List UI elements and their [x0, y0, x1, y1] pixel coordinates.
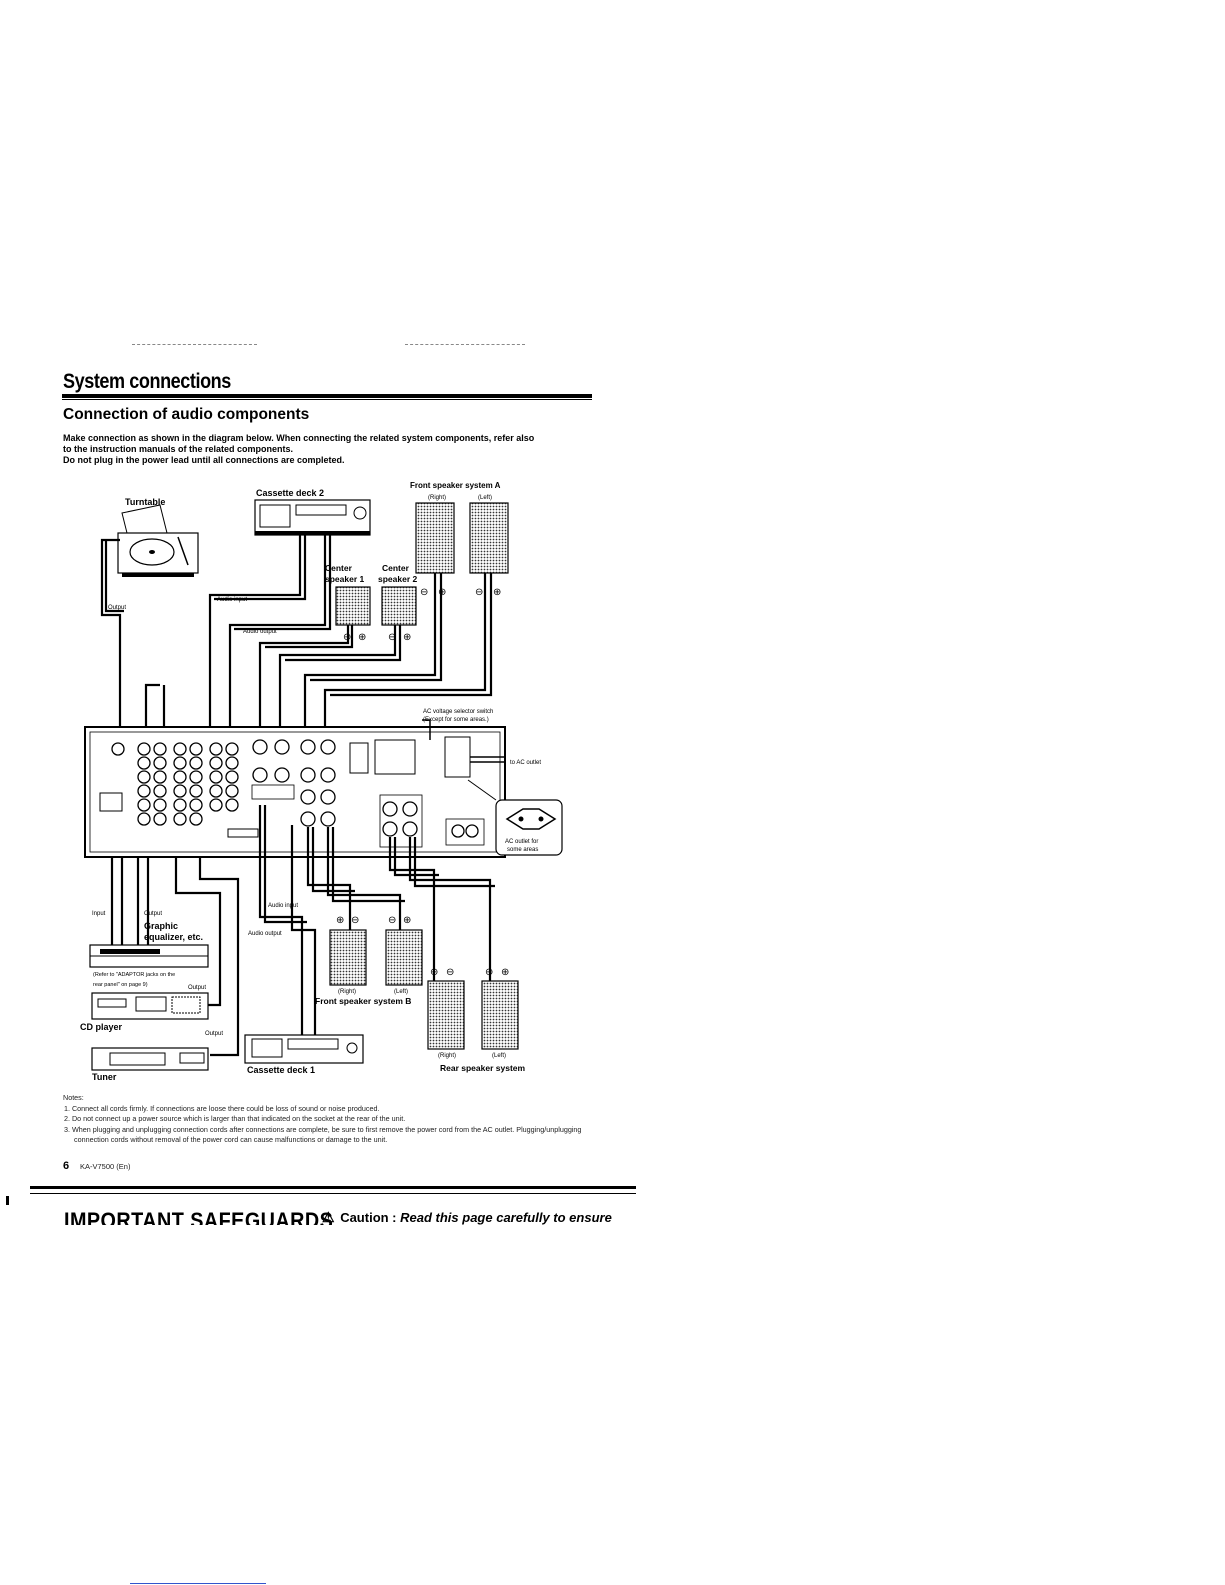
subtitle: Connection of audio components — [63, 406, 310, 423]
footer-rule-thin — [30, 1193, 636, 1194]
turntable-output-label: Output — [108, 605, 126, 611]
note-item-3: 3. When plugging and unplugging connecti… — [64, 1124, 582, 1145]
ac-outlet-icon — [467, 779, 563, 856]
caution-label: Caution : — [340, 1210, 397, 1225]
cable-group-lower — [110, 805, 495, 1057]
bottom-link-underline — [130, 1583, 266, 1584]
cassette-deck-2-icon — [254, 499, 371, 536]
title-rule-thin — [62, 399, 592, 400]
front-b-left-label: (Left) — [394, 989, 408, 995]
minus-symbol: ⊖ — [485, 967, 493, 978]
tuner-icon — [91, 1047, 209, 1071]
graphic-eq-label-2: equalizer, etc. — [144, 932, 203, 942]
footer-rule — [30, 1186, 636, 1189]
plus-symbol: ⊕ — [403, 915, 411, 926]
turntable-icon — [117, 504, 199, 577]
header-dash-right — [405, 344, 525, 345]
refer-note-1: (Refer to "ADAPTOR jacks on the — [93, 972, 175, 978]
turntable-label: Turntable — [125, 497, 165, 507]
plus-symbol: ⊕ — [403, 632, 411, 643]
amplifier-rear-panel — [84, 726, 506, 858]
front-speaker-a-left — [469, 502, 509, 574]
plus-symbol: ⊕ — [493, 587, 501, 598]
minus-symbol: ⊖ — [475, 587, 483, 598]
notes-heading: Notes: — [63, 1093, 84, 1102]
caution-banner: ⚠ Caution : Read this page carefully to … — [322, 1209, 612, 1226]
connection-diagram: Turntable Cassette deck 2 Front speaker … — [80, 481, 563, 1082]
rear-speaker-left — [481, 980, 519, 1050]
front-speaker-a-label: Front speaker system A — [410, 481, 501, 490]
cassette-deck-1-icon — [244, 1034, 364, 1064]
graphic-eq-label-1: Graphic — [144, 921, 178, 931]
intro-line-1: Make connection as shown in the diagram … — [63, 433, 535, 443]
margin-mark — [6, 1196, 9, 1205]
ac-outlet-label-1: AC outlet for — [505, 839, 538, 845]
plus-symbol: ⊕ — [438, 587, 446, 598]
minus-symbol: ⊖ — [388, 632, 396, 643]
eq-output-label: Output — [144, 911, 162, 917]
cassette-deck-1-label: Cassette deck 1 — [247, 1065, 315, 1075]
refer-note-2: rear panel" on page 9) — [93, 982, 148, 988]
section-title: System connections — [63, 370, 231, 393]
plus-symbol: ⊕ — [430, 967, 438, 978]
center-speaker-1 — [335, 586, 371, 626]
model-number: KA-V7500 (En) — [80, 1162, 131, 1171]
minus-symbol: ⊖ — [420, 587, 428, 598]
page-number: 6 — [63, 1160, 70, 1172]
cd-player-icon — [91, 992, 209, 1020]
cd1-audio-input-label: Audio input — [268, 903, 298, 909]
ac-outlet-label-2: some areas — [507, 847, 538, 853]
power-cord — [422, 719, 505, 763]
next-section-title: IMPORTANT SAFEGUARDS — [64, 1208, 334, 1225]
intro-text: Make connection as shown in the diagram … — [63, 433, 603, 466]
cable-group-upper — [100, 535, 493, 747]
cd-player-label: CD player — [80, 1022, 123, 1032]
to-ac-outlet-label: to AC outlet — [510, 760, 541, 766]
note-item-1: 1. Connect all cords firmly. If connecti… — [64, 1103, 380, 1113]
plus-symbol: ⊕ — [358, 632, 366, 643]
front-a-right-label: (Right) — [428, 495, 446, 501]
warning-triangle-icon: ⚠ — [322, 1209, 335, 1225]
rear-speaker-right — [427, 980, 465, 1050]
front-speaker-b-right — [329, 929, 367, 986]
eq-input-label: Input — [92, 911, 106, 917]
minus-symbol: ⊖ — [351, 915, 359, 926]
front-speaker-b-label: Front speaker system B — [315, 996, 411, 1006]
cd1-audio-output-label: Audio output — [248, 931, 282, 937]
header-dash-left — [132, 344, 257, 345]
note-item-2: 2. Do not connect up a power source whic… — [64, 1114, 406, 1123]
rear-speaker-label: Rear speaker system — [440, 1063, 526, 1073]
ac-switch-label-2: (Except for some areas.) — [423, 717, 489, 723]
center-speaker-2 — [381, 586, 417, 626]
center-2-label: Center — [382, 563, 410, 573]
graphic-equalizer-icon — [89, 944, 209, 968]
plus-symbol: ⊕ — [501, 967, 509, 978]
center-1b-label: speaker 1 — [325, 574, 364, 584]
cassette-deck-2-label: Cassette deck 2 — [256, 488, 324, 498]
center-2b-label: speaker 2 — [378, 574, 417, 584]
tuner-output-label: Output — [205, 1031, 223, 1037]
plus-symbol: ⊕ — [336, 915, 344, 926]
title-rule — [62, 394, 592, 398]
front-b-right-label: (Right) — [338, 989, 356, 995]
cd2-audio-output-label: Audio output — [243, 629, 277, 635]
front-speaker-a-right — [415, 502, 455, 574]
minus-symbol: ⊖ — [446, 967, 454, 978]
ac-switch-label-1: AC voltage selector switch — [423, 709, 493, 715]
front-speaker-b-left — [385, 929, 423, 986]
front-a-left-label: (Left) — [478, 495, 492, 501]
intro-line-2: to the instruction manuals of the relate… — [63, 444, 294, 454]
caution-text: Read this page carefully to ensure — [400, 1210, 612, 1225]
center-1-label: Center — [325, 563, 353, 573]
cd-output-label: Output — [188, 985, 206, 991]
notes: Notes: 1. Connect all cords firmly. If c… — [63, 1093, 603, 1146]
minus-symbol: ⊖ — [388, 915, 396, 926]
rear-left-label: (Left) — [492, 1053, 506, 1059]
rear-right-label: (Right) — [438, 1053, 456, 1059]
intro-line-3: Do not plug in the power lead until all … — [63, 455, 345, 465]
tuner-label: Tuner — [92, 1072, 117, 1082]
